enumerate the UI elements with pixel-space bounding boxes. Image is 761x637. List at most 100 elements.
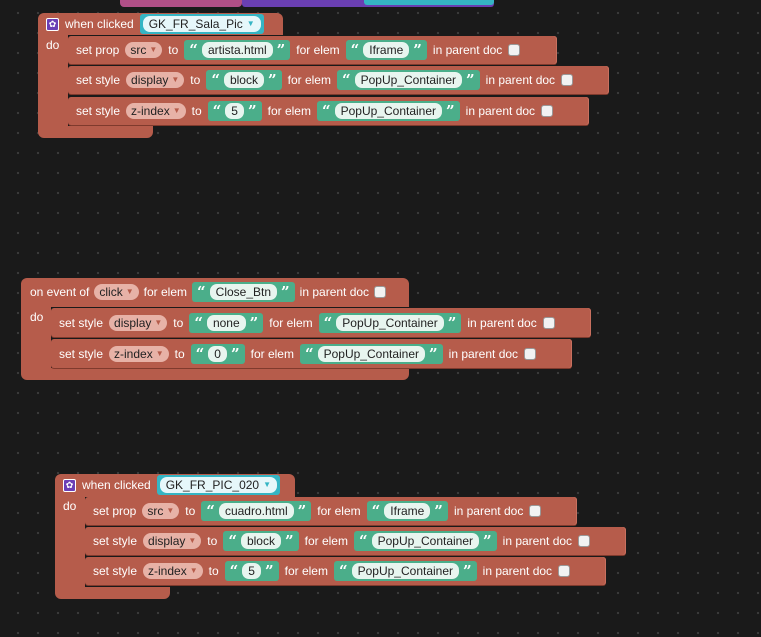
quote-close-icon: ”: [463, 562, 472, 580]
set-style-block[interactable]: set style z-index▼ to “5” for elem “PopU…: [85, 557, 606, 585]
for-elem-label: for elem: [287, 73, 331, 87]
set-style-block[interactable]: set style z-index▼ to “0” for elem “PopU…: [51, 339, 572, 368]
parent-doc-checkbox[interactable]: [529, 505, 542, 517]
element-name-block[interactable]: “Iframe”: [345, 40, 427, 60]
text-value-block[interactable]: “5”: [207, 101, 262, 121]
in-parent-doc-label: in parent doc: [482, 564, 553, 578]
text-field[interactable]: 5: [225, 103, 244, 119]
parent-doc-checkbox[interactable]: [541, 105, 554, 117]
style-dropdown[interactable]: z-index▼: [143, 563, 203, 579]
quote-open-icon: “: [358, 532, 368, 550]
quote-open-icon: “: [228, 532, 237, 550]
quote-close-icon: ”: [230, 344, 240, 363]
chevron-down-icon: ▼: [155, 348, 164, 358]
text-value-block[interactable]: “5”: [224, 561, 279, 581]
text-field[interactable]: block: [240, 533, 281, 549]
chevron-down-icon: ▼: [171, 75, 180, 84]
style-dropdown[interactable]: z-index▼: [109, 345, 169, 362]
partial-block-left[interactable]: [120, 0, 242, 7]
component-dropdown[interactable]: GK_FR_Sala_Pic▼: [139, 14, 264, 34]
set-style-block[interactable]: set style display▼ to “none” for elem “P…: [51, 308, 591, 337]
event-value: click: [99, 285, 123, 299]
quote-close-icon: ”: [249, 313, 259, 332]
set-style-block[interactable]: set style display▼ to “block” for elem “…: [68, 66, 609, 94]
gear-icon: ✿: [46, 17, 59, 31]
quote-close-icon: ”: [434, 502, 443, 520]
text-value-block[interactable]: “block”: [206, 70, 282, 90]
set-prop-block[interactable]: set prop src▼ to “artista.html” for elem…: [68, 36, 557, 64]
property-dropdown[interactable]: src▼: [142, 503, 180, 519]
on-event-of-label: on event of: [30, 285, 90, 299]
text-value-block[interactable]: “none”: [189, 312, 264, 333]
text-field[interactable]: 0: [208, 345, 227, 362]
property-dropdown[interactable]: src▼: [125, 42, 163, 58]
parent-doc-checkbox[interactable]: [542, 316, 555, 329]
property-value: src: [130, 43, 147, 57]
set-style-label: set style: [59, 346, 104, 361]
element-name-field[interactable]: PopUp_Container: [351, 563, 460, 579]
parent-doc-checkbox[interactable]: [578, 535, 591, 547]
chevron-down-icon: ▼: [188, 536, 197, 545]
to-label: to: [185, 504, 196, 518]
quote-open-icon: “: [321, 102, 331, 120]
element-name-field[interactable]: Close_Btn: [209, 284, 278, 300]
style-value: z-index: [148, 564, 187, 578]
element-name-field[interactable]: Iframe: [363, 42, 410, 58]
parent-doc-checkbox[interactable]: [561, 74, 574, 86]
event-dropdown[interactable]: click▼: [94, 284, 139, 300]
text-value-block[interactable]: “block”: [223, 531, 299, 551]
in-parent-doc-label: in parent doc: [465, 104, 536, 118]
set-prop-block[interactable]: set prop src▼ to “cuadro.html” for elem …: [85, 497, 577, 525]
style-dropdown[interactable]: display▼: [143, 533, 202, 549]
element-name-block[interactable]: “PopUp_Container”: [316, 101, 460, 121]
style-value: display: [131, 73, 169, 87]
element-name-field[interactable]: PopUp_Container: [334, 103, 443, 119]
style-value: display: [114, 315, 152, 330]
element-name-block[interactable]: “PopUp_Container”: [353, 531, 497, 551]
event-block-2-body: [21, 307, 51, 371]
text-field[interactable]: cuadro.html: [218, 503, 294, 519]
style-dropdown[interactable]: display▼: [109, 314, 168, 331]
element-name-block[interactable]: “Close_Btn”: [192, 282, 295, 302]
quote-open-icon: “: [194, 313, 203, 332]
style-value: z-index: [114, 346, 153, 361]
parent-doc-checkbox[interactable]: [524, 347, 537, 360]
parent-doc-checkbox[interactable]: [558, 565, 571, 577]
text-value-block[interactable]: “cuadro.html”: [201, 501, 312, 521]
element-name-field[interactable]: PopUp_Container: [317, 345, 426, 362]
style-dropdown[interactable]: display▼: [126, 72, 185, 88]
component-dropdown[interactable]: GK_FR_PIC_020▼: [156, 475, 281, 495]
text-value-block[interactable]: “0”: [190, 343, 245, 364]
text-field[interactable]: artista.html: [201, 42, 273, 58]
partial-text-block[interactable]: [364, 0, 494, 5]
for-elem-label: for elem: [296, 43, 340, 57]
event-block-2-footer: [21, 368, 409, 380]
quote-open-icon: “: [338, 562, 348, 580]
event-block-1-footer: [38, 126, 153, 138]
element-name-block[interactable]: “PopUp_Container”: [336, 70, 480, 90]
element-name-block[interactable]: “PopUp_Container”: [333, 561, 477, 581]
element-name-block[interactable]: “PopUp_Container”: [299, 343, 443, 364]
quote-open-icon: “: [195, 344, 205, 363]
element-name-field[interactable]: PopUp_Container: [354, 72, 463, 88]
element-name-block[interactable]: “Iframe”: [366, 501, 448, 521]
in-parent-doc-label: in parent doc: [448, 346, 519, 361]
element-name-field[interactable]: PopUp_Container: [336, 314, 444, 331]
text-field[interactable]: none: [206, 314, 246, 331]
quote-open-icon: “: [350, 41, 360, 59]
event-header-2: on event of click▼ for elem “Close_Btn” …: [30, 282, 387, 302]
element-name-block[interactable]: “PopUp_Container”: [318, 312, 462, 333]
element-name-field[interactable]: Iframe: [384, 503, 431, 519]
for-elem-label: for elem: [269, 315, 313, 330]
set-style-label: set style: [93, 564, 138, 578]
chevron-down-icon: ▼: [172, 106, 181, 115]
style-dropdown[interactable]: z-index▼: [126, 103, 186, 119]
parent-doc-checkbox[interactable]: [374, 286, 387, 298]
element-name-field[interactable]: PopUp_Container: [371, 533, 480, 549]
parent-doc-checkbox[interactable]: [508, 44, 521, 56]
text-field[interactable]: block: [223, 72, 264, 88]
text-field[interactable]: 5: [242, 563, 261, 579]
set-style-block[interactable]: set style display▼ to “block” for elem “…: [85, 527, 626, 555]
set-style-block[interactable]: set style z-index▼ to “5” for elem “PopU…: [68, 97, 589, 125]
text-value-block[interactable]: “artista.html”: [184, 40, 291, 60]
